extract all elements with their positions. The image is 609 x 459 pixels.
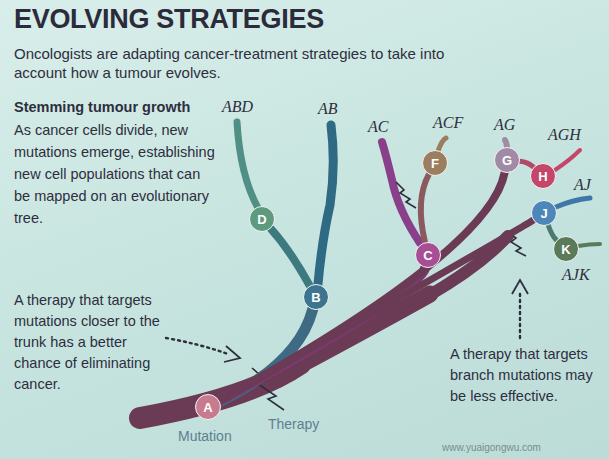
clone-label: AB xyxy=(318,100,338,118)
tree-branch xyxy=(219,173,504,401)
pointer-head xyxy=(224,346,240,362)
branch-tip xyxy=(237,122,258,208)
mutation-circle: J xyxy=(531,200,557,226)
branch-tip xyxy=(505,140,507,147)
tree-branch xyxy=(548,225,556,240)
mutation-letter: C xyxy=(423,249,432,262)
mutation-circle: F xyxy=(422,150,448,176)
mutation-letter: J xyxy=(540,207,547,220)
branch-tip xyxy=(556,198,590,207)
note-text: A therapy that targets mutations closer … xyxy=(14,290,172,395)
mutation-circle: A xyxy=(195,394,221,420)
therapy-zigzag xyxy=(396,182,416,208)
axis-label: Mutation xyxy=(178,428,232,444)
mutation-letter: K xyxy=(561,243,570,256)
tree-branch xyxy=(520,161,534,167)
clone-label: AC xyxy=(368,118,388,136)
branch-tip xyxy=(555,150,580,170)
mutation-circle: B xyxy=(303,284,329,310)
clone-label: AGH xyxy=(548,126,581,144)
body-text: As cancer cells divide, new mutations em… xyxy=(14,119,219,229)
mutation-circle: G xyxy=(494,147,520,173)
subtitle: Oncologists are adapting cancer-treatmen… xyxy=(14,44,494,82)
mutation-letter: F xyxy=(431,157,439,170)
watermark: www.yuaigongwu.com xyxy=(442,442,541,453)
clone-label: AG xyxy=(494,116,515,134)
clone-label: AJK xyxy=(562,266,590,284)
clone-label: ACF xyxy=(433,114,463,132)
pointer-arrow xyxy=(166,338,228,354)
mutation-circle: H xyxy=(530,163,556,189)
mutation-letter: B xyxy=(311,291,320,304)
branch-tip xyxy=(438,138,446,151)
mutation-letter: G xyxy=(502,154,512,167)
mutation-circle: D xyxy=(249,206,275,232)
mutation-circle: K xyxy=(553,236,579,262)
branch-tip xyxy=(318,125,333,284)
section-heading: Stemming tumour growth xyxy=(14,99,190,115)
axis-label: Therapy xyxy=(268,416,319,432)
tree-branch xyxy=(271,229,310,286)
pointer-head xyxy=(512,280,528,294)
mutation-letter: A xyxy=(203,401,212,414)
branch-tip xyxy=(382,142,420,243)
mutation-circle: C xyxy=(415,242,441,268)
mutation-letter: H xyxy=(538,170,547,183)
pointer-arrow xyxy=(519,292,521,338)
clone-label: ABD xyxy=(222,98,253,116)
tree-branch xyxy=(421,174,429,242)
title: EVOLVING STRATEGIES xyxy=(14,4,324,35)
clone-label: AJ xyxy=(574,176,591,194)
mutation-letter: D xyxy=(257,213,266,226)
note-text: A therapy that targets branch mutations … xyxy=(450,344,600,407)
branch-tip xyxy=(578,244,600,246)
